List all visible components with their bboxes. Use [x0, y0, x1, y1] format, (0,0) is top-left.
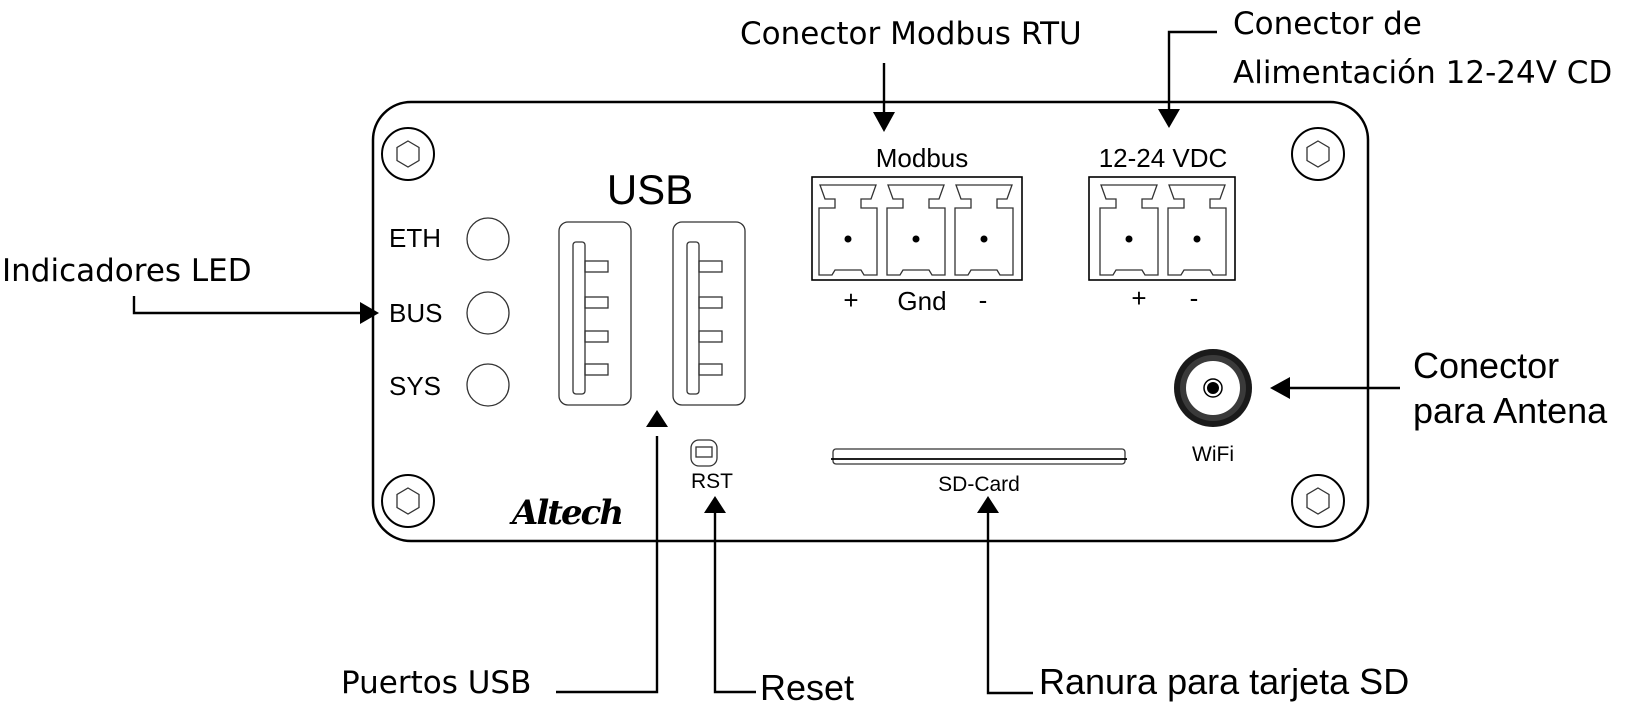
led-eth: ETH	[389, 217, 510, 261]
modbus-title: Modbus	[876, 143, 969, 173]
reset-button[interactable]	[690, 439, 718, 467]
power-pin-minus: -	[1190, 283, 1199, 313]
modbus-pin-socket	[954, 184, 1014, 276]
sd-card-label: SD-Card	[938, 473, 1020, 496]
callout-power-line1: Conector de	[1233, 6, 1422, 42]
antenna-label: WiFi	[1192, 443, 1234, 466]
modbus-pin-gnd: Gnd	[897, 286, 946, 316]
power-pin-plus: +	[1131, 283, 1146, 313]
arrow-power	[1167, 30, 1217, 116]
altech-logo: Altech	[509, 493, 622, 533]
callout-antenna-line1: Conector	[1413, 345, 1559, 386]
modbus-pin-plus: +	[843, 285, 858, 315]
arrow-usb	[556, 436, 659, 694]
arrowhead-power	[1158, 109, 1180, 128]
usb-port-2[interactable]	[672, 221, 746, 406]
led-sys-label: SYS	[389, 371, 441, 401]
modbus-pin-socket	[818, 184, 878, 276]
callout-leds: Indicadores LED	[2, 253, 252, 289]
arrow-leds	[132, 296, 366, 315]
arrowhead-leds	[360, 302, 379, 324]
power-title: 12-24 VDC	[1099, 143, 1228, 173]
screw-top-right	[1291, 127, 1345, 181]
callout-modbus-rtu: Conector Modbus RTU	[740, 16, 1082, 52]
led-bus-label: BUS	[389, 298, 442, 328]
callout-usb-ports: Puertos USB	[341, 665, 531, 701]
arrowhead-usb	[646, 410, 668, 427]
usb-title: USB	[607, 166, 693, 213]
callout-reset: Reset	[760, 667, 854, 708]
modbus-pin-socket	[886, 184, 946, 276]
arrowhead-sd	[977, 496, 999, 513]
sd-card-slot[interactable]	[831, 448, 1127, 465]
arrowhead-reset	[704, 496, 726, 513]
screw-top-left	[381, 127, 435, 181]
led-eth-label: ETH	[389, 223, 441, 253]
screw-bottom-right	[1291, 474, 1345, 528]
power-terminal-block[interactable]	[1088, 176, 1236, 281]
arrowhead-antenna	[1270, 377, 1290, 399]
device-panel	[371, 100, 1370, 543]
arrow-reset	[713, 508, 756, 694]
callout-sd-slot: Ranura para tarjeta SD	[1039, 661, 1409, 702]
led-bus: BUS	[389, 291, 510, 335]
usb-port-1[interactable]	[558, 221, 632, 406]
arrowhead-modbus	[873, 112, 895, 132]
modbus-terminal-block[interactable]	[811, 176, 1023, 281]
reset-label: RST	[691, 470, 733, 493]
callout-power-line2: Alimentación 12-24V CD	[1233, 55, 1612, 91]
power-pin-socket	[1099, 184, 1159, 276]
led-sys: SYS	[389, 363, 510, 407]
modbus-pin-minus: -	[979, 285, 988, 315]
power-pin-socket	[1167, 184, 1227, 276]
screw-bottom-left	[381, 474, 435, 528]
callout-antenna-line2: para Antena	[1413, 390, 1608, 431]
arrow-sd	[986, 510, 1033, 695]
antenna-connector[interactable]	[1174, 349, 1252, 427]
